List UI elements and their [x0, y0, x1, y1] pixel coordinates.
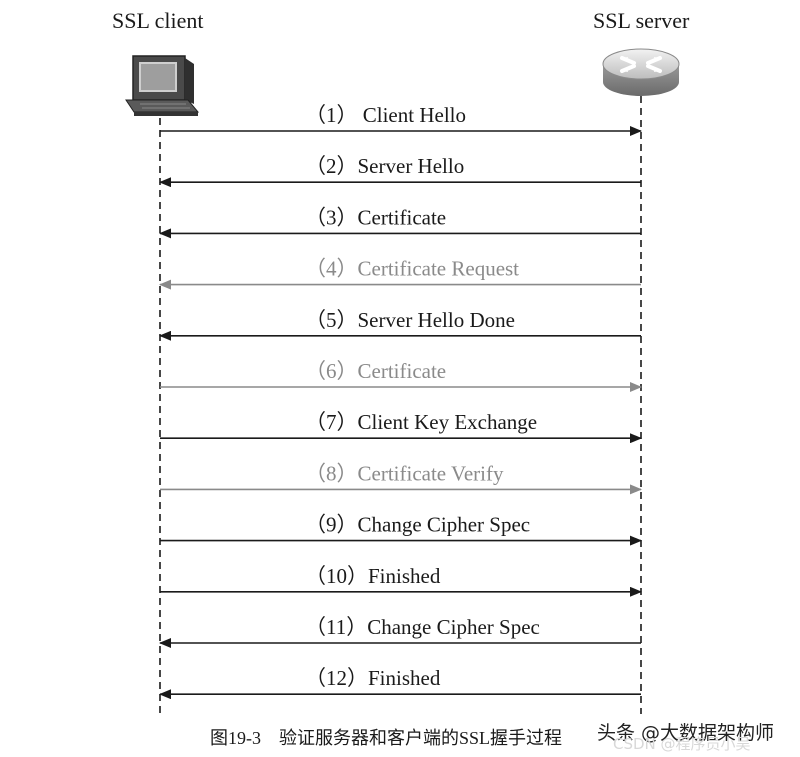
watermark-csdn: CSDN @程序员小吴	[613, 735, 751, 753]
message-label-8: （8）Certificate Verify	[305, 461, 504, 485]
figure-caption: 图19-3 验证服务器和客户端的SSL握手过程	[210, 728, 563, 748]
client-label: SSL client	[112, 8, 204, 33]
router-icon	[602, 48, 680, 96]
message-label-12: （12）Finished	[305, 666, 441, 690]
message-label-5: （5）Server Hello Done	[305, 308, 515, 332]
message-label-10: （10）Finished	[305, 564, 441, 588]
message-label-7: （7）Client Key Exchange	[305, 410, 537, 434]
message-list: （1） Client Hello （2）Server Hello （3）Certif…	[159, 103, 642, 700]
desktop-computer-icon	[125, 55, 200, 116]
message-label-4: （4）Certificate Request	[305, 257, 519, 281]
message-label-11: （11）Change Cipher Spec	[305, 615, 540, 639]
message-label-6: （6）Certificate	[305, 359, 446, 383]
message-label-2: （2）Server Hello	[305, 154, 464, 178]
server-label: SSL server	[593, 8, 690, 33]
watermark-toutiao: 头条 @大数据架构师	[597, 722, 775, 744]
message-label-3: （3）Certificate	[305, 205, 446, 229]
message-label-9: （9）Change Cipher Spec	[305, 513, 530, 537]
message-label-1: （1） Client Hello	[305, 103, 466, 127]
